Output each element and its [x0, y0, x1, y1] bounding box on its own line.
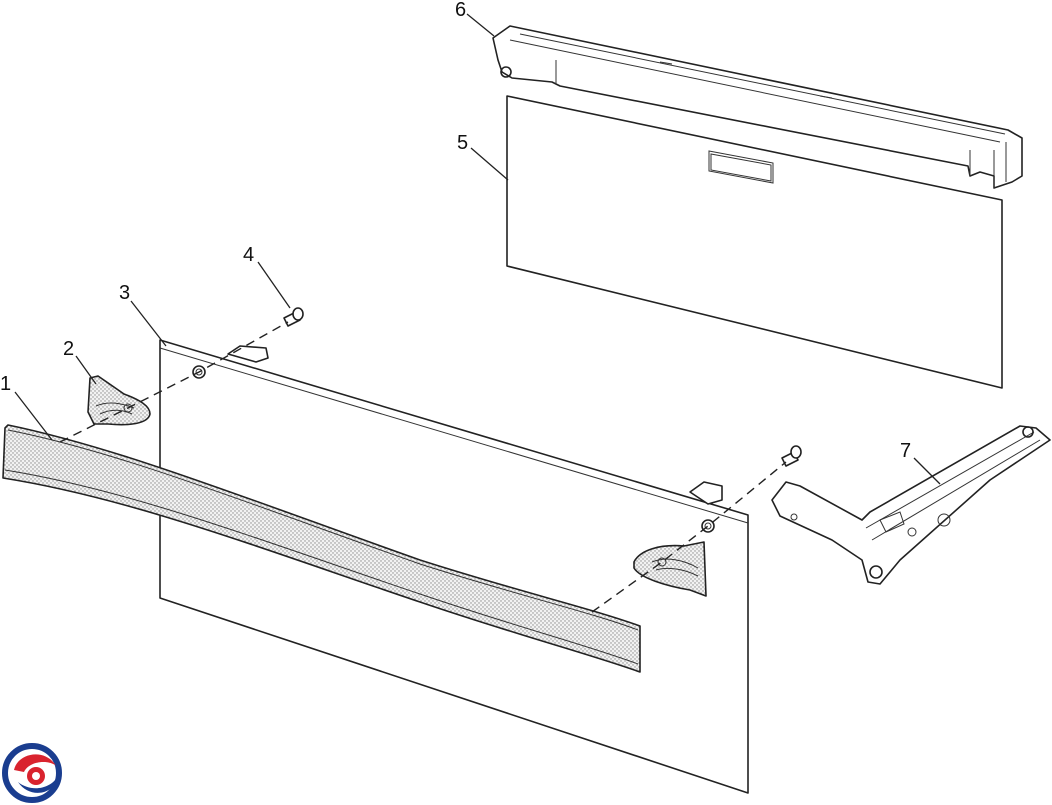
callout-4: 4 — [243, 244, 254, 266]
callout-5: 5 — [457, 132, 468, 154]
part-2-end-cap-right — [633, 541, 707, 597]
brand-swirl-logo — [2, 743, 62, 803]
part-6-top-trim — [492, 25, 1023, 189]
callout-6: 6 — [455, 0, 466, 21]
part-7-hinge-bracket — [771, 425, 1051, 585]
callout-1: 1 — [0, 373, 11, 395]
part-1-handle — [2, 424, 641, 673]
callout-2: 2 — [63, 338, 74, 360]
part-5-inner-panel — [506, 95, 1003, 389]
assembly-line-left — [59, 321, 289, 443]
leader-lines — [14, 13, 941, 485]
part-2-end-cap-left — [87, 375, 151, 426]
part-3-front-panel — [159, 339, 749, 794]
callout-3: 3 — [119, 282, 130, 304]
callout-7: 7 — [900, 440, 911, 462]
